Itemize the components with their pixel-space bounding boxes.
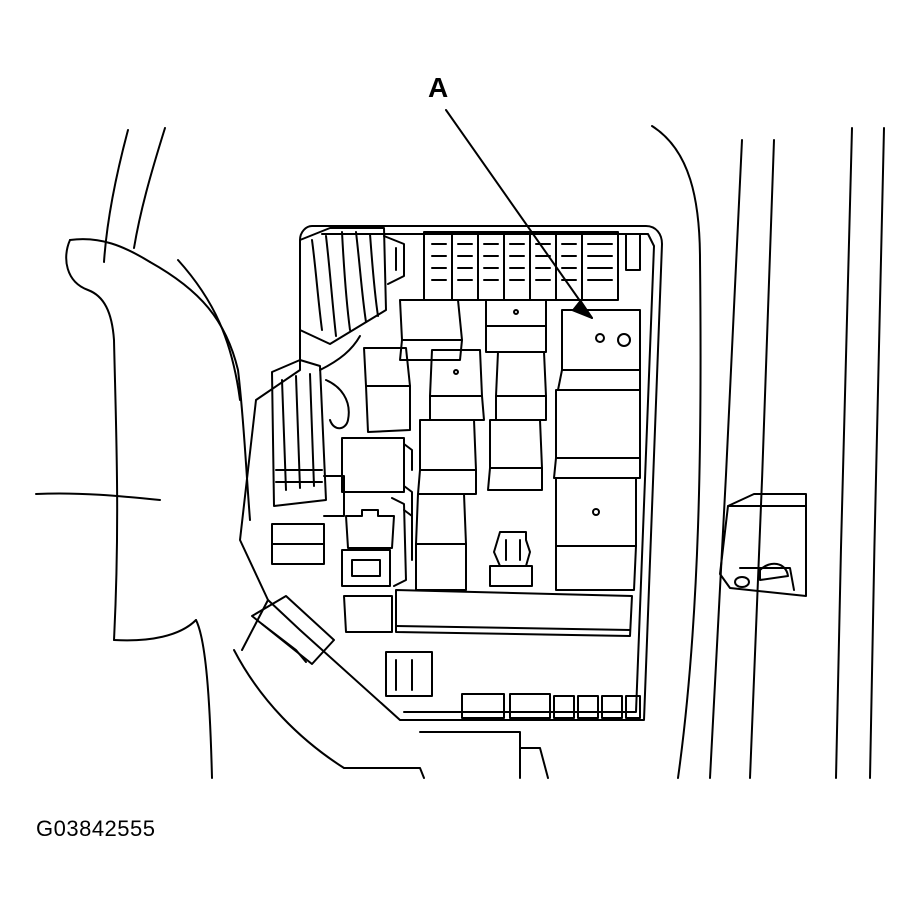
callout-label-a: A — [428, 72, 449, 103]
vehicle-body-left — [36, 128, 250, 778]
harness-connector-upper — [300, 228, 404, 344]
relay-8 — [488, 420, 542, 490]
relay-9 — [556, 478, 636, 590]
relay-10 — [416, 494, 466, 590]
relay-a — [558, 310, 640, 390]
relay-3 — [364, 348, 410, 432]
relay-5 — [496, 352, 546, 420]
callout-leader — [446, 110, 592, 318]
fuse-strip-long — [396, 590, 632, 636]
fuse-row-top — [424, 232, 640, 300]
clip-connector-center — [490, 532, 532, 586]
relay-2 — [486, 300, 546, 352]
mounting-bracket — [234, 596, 548, 778]
fuse-row-bottom — [386, 652, 640, 718]
side-connector — [720, 494, 806, 596]
harness-connector-lower — [272, 336, 360, 506]
figure-code: G03842555 — [36, 816, 156, 841]
vehicle-body-right — [652, 126, 884, 778]
relay-7 — [418, 420, 476, 494]
relay-6 — [554, 390, 640, 478]
clip-connector-left — [342, 510, 394, 632]
plug-block-left — [324, 438, 412, 586]
fuse-box-housing — [240, 226, 662, 720]
small-block-left — [272, 524, 324, 564]
